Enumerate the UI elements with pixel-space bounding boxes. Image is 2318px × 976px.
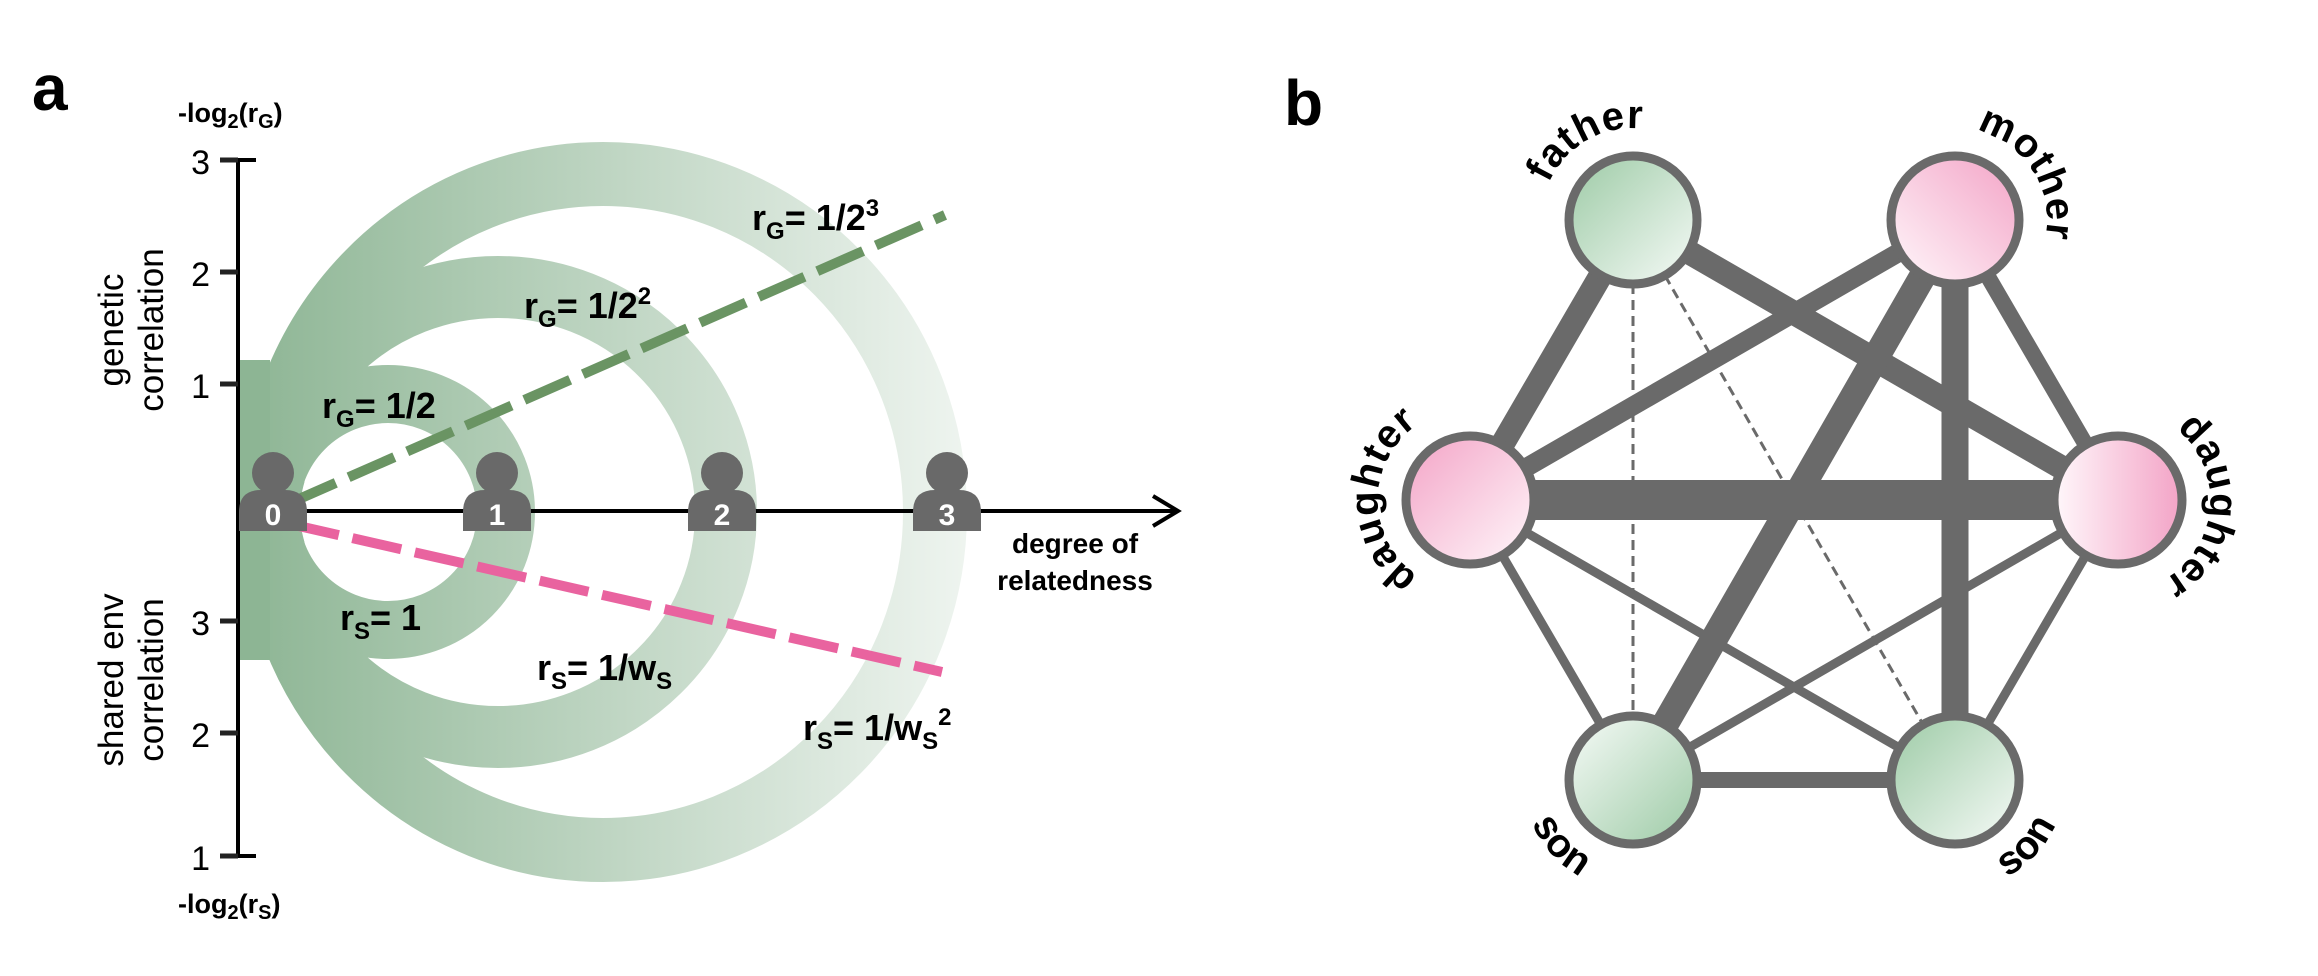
person-head (701, 452, 743, 494)
person-icon: 1 (463, 452, 531, 532)
tick-label: 3 (191, 605, 210, 643)
tick-label: 3 (191, 144, 210, 182)
x-axis-label-line2: relatedness (997, 565, 1153, 596)
person-body (688, 490, 756, 531)
person-head (476, 452, 518, 494)
upper-axis-label: genetic correlation (92, 248, 171, 411)
x-axis-label-line1: degree of (1012, 528, 1139, 559)
y-axis-bottom-title: -log2(rS) (178, 889, 280, 924)
genetic-correlation-label: rG= 1/2 (322, 385, 436, 433)
pedigree-edges (1459, 209, 2125, 788)
env-correlation-label: rS= 1 (340, 597, 421, 645)
lower-ticks: 3 2 1 (191, 605, 238, 878)
lower-axis-label-line1: shared env (92, 593, 131, 767)
degree-markers: 0 1 2 3 (239, 452, 981, 532)
node-son_right (1886, 711, 2024, 849)
genetic-correlation-label: rG= 1/22 (524, 283, 651, 333)
person-body (913, 490, 981, 531)
upper-ticks: 3 2 1 (191, 144, 238, 406)
ring-labels: rG= 1/2 rG= 1/22 rG= 1/23 rS= 1 rS= 1/wS rS= … (322, 195, 951, 755)
genetic-correlation-label: rG= 1/23 (752, 195, 879, 245)
person-head (926, 452, 968, 494)
env-correlation-label: rS= 1/wS (537, 647, 672, 695)
y-axis-top-title: -log2(rG) (178, 98, 283, 133)
edge-daughter_left-son_right (1467, 496, 1958, 784)
person-icon: 2 (688, 452, 756, 532)
panel-a: a 3 2 1 3 2 (32, 52, 1182, 924)
node-father (1564, 151, 1702, 289)
person-head (252, 452, 294, 494)
person-icon: 0 (239, 452, 307, 532)
pedigree-nodes (1401, 151, 2187, 849)
person-body (239, 490, 307, 531)
node-mother (1886, 151, 2024, 289)
panel-b-label: b (1284, 67, 1323, 139)
edge-daughter_right-son_left (1630, 496, 2121, 784)
upper-axis-label-line2: correlation (132, 248, 171, 411)
x-axis-arrow-icon (1151, 494, 1182, 528)
degree-label: 2 (714, 499, 731, 532)
env-correlation-label: rS= 1/wS2 (803, 704, 951, 755)
node-daughter_right (2049, 431, 2187, 569)
edge-mother-daughter_left (1465, 211, 1960, 509)
person-icon: 3 (913, 452, 981, 532)
degree-label: 0 (265, 499, 282, 532)
node-son_left (1564, 711, 1702, 849)
degree-label: 3 (939, 499, 956, 532)
tick-label: 2 (191, 717, 210, 755)
upper-axis-label-line1: genetic (92, 274, 131, 387)
lower-axis-label: shared env correlation (92, 593, 171, 767)
tick-label: 1 (191, 368, 210, 406)
env-correlation-line (288, 519, 944, 677)
node-daughter_left (1401, 431, 1539, 569)
lower-axis-label-line2: correlation (132, 598, 171, 761)
genetic-correlation-line (287, 210, 948, 508)
tick-label: 1 (191, 840, 210, 878)
person-body (463, 490, 531, 531)
tick-label: 2 (191, 256, 210, 294)
panel-a-label: a (32, 52, 68, 124)
degree-label: 1 (489, 499, 506, 532)
